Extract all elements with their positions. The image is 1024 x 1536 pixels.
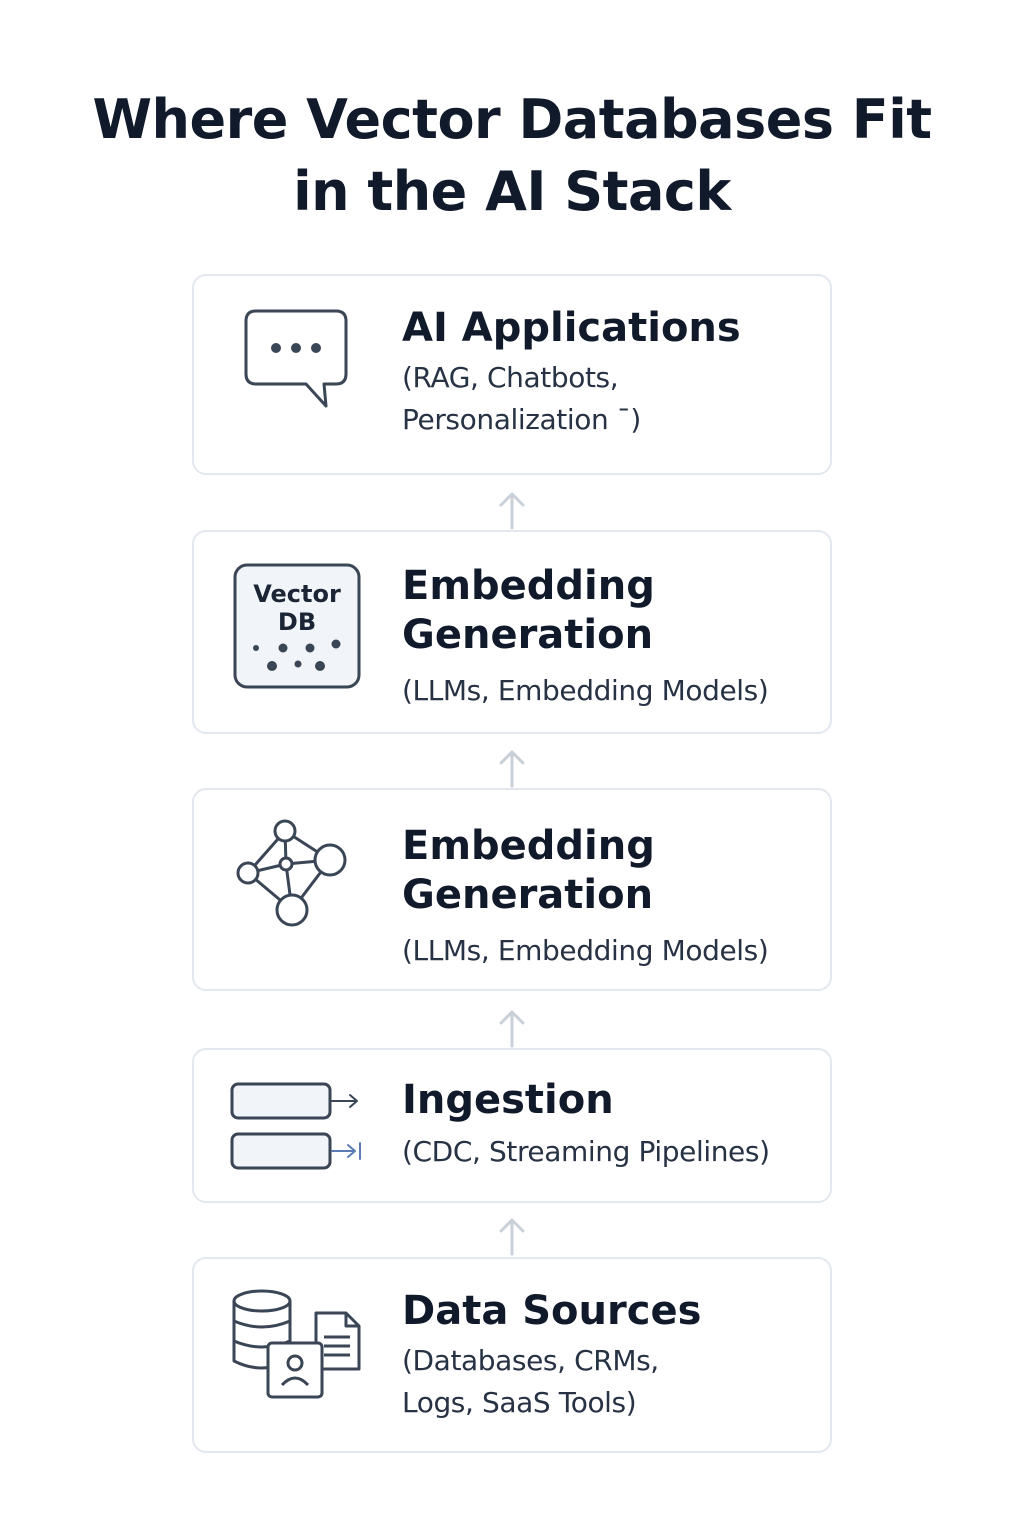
data-sources-icon: [226, 1285, 366, 1405]
layer-subtitle: (Databases, CRMs, Logs, SaaS Tools): [402, 1344, 659, 1419]
vector-db-icon-label: Vector: [253, 580, 341, 608]
chat-bubble-icon: [226, 306, 366, 426]
vector-db-icon: Vector DB: [226, 562, 366, 689]
pipeline-icon: [226, 1080, 366, 1180]
layer-ingestion: Ingestion (CDC, Streaming Pipelines): [192, 1048, 832, 1203]
layer-heading: Data Sources: [402, 1288, 702, 1334]
layer-embedding-generation-vector-db: Vector DB Embedding Generation (LLMs, Em…: [192, 530, 832, 734]
layer-subtitle: (LLMs, Embedding Models): [402, 674, 769, 707]
layer-heading: AI Applications: [402, 305, 741, 351]
layer-subtitle: (RAG, Chatbots, Personalization ¯): [402, 361, 641, 436]
vector-db-icon-label: DB: [278, 608, 316, 636]
network-graph-icon: [226, 816, 366, 936]
layer-heading: Embedding Generation: [402, 823, 655, 918]
arrow-up-icon: [499, 1218, 525, 1256]
arrow-up-icon: [499, 492, 525, 530]
page-title: Where Vector Databases Fit in the AI Sta…: [0, 84, 1024, 228]
layer-embedding-generation-network: Embedding Generation (LLMs, Embedding Mo…: [192, 788, 832, 991]
layer-heading: Ingestion: [402, 1077, 614, 1123]
arrow-up-icon: [499, 1010, 525, 1048]
layer-heading: Embedding Generation: [402, 563, 655, 658]
layer-ai-applications: AI Applications (RAG, Chatbots, Personal…: [192, 274, 832, 475]
layer-subtitle: (CDC, Streaming Pipelines): [402, 1135, 770, 1168]
arrow-up-icon: [499, 750, 525, 788]
title-line-1: Where Vector Databases Fit: [92, 88, 932, 151]
title-line-2: in the AI Stack: [293, 160, 731, 223]
layer-subtitle: (LLMs, Embedding Models): [402, 934, 769, 967]
layer-data-sources: Data Sources (Databases, CRMs, Logs, Saa…: [192, 1257, 832, 1453]
